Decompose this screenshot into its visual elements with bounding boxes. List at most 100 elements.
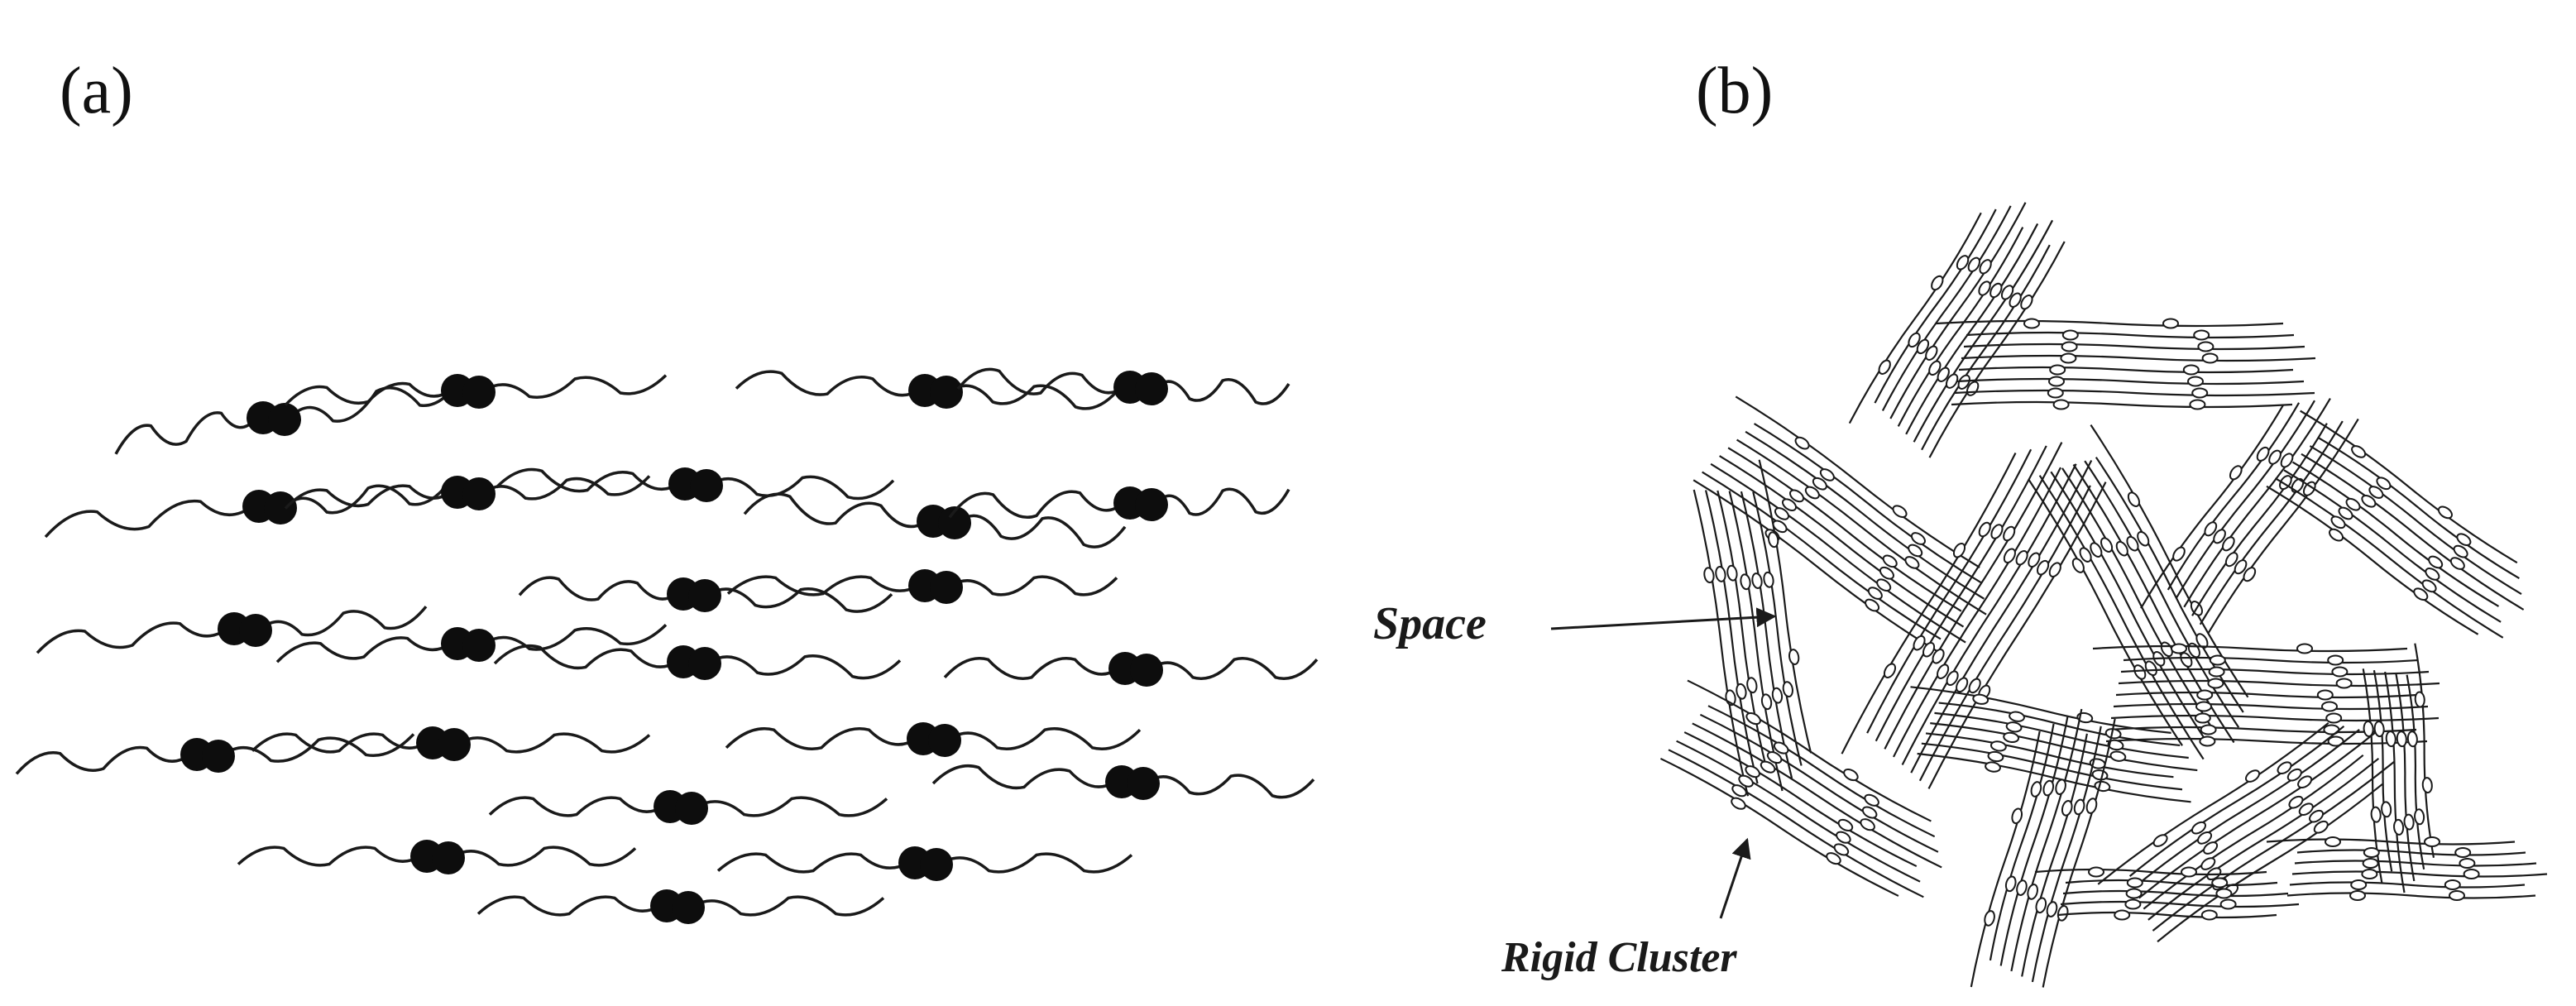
cluster-head <box>2302 481 2316 496</box>
cluster-head <box>2456 533 2472 547</box>
cluster-molecule <box>2057 911 2277 919</box>
cluster-head <box>2406 731 2418 748</box>
cluster-head <box>2191 821 2207 835</box>
cluster-head <box>1745 712 1761 726</box>
cluster-head <box>1990 524 2004 539</box>
cluster-head <box>2197 341 2214 352</box>
rigid-cluster <box>1970 708 2116 988</box>
molecule-tail <box>259 606 428 637</box>
cluster-head <box>1781 498 1798 512</box>
cluster-molecule <box>2118 679 2440 687</box>
cluster-head <box>2187 376 2204 387</box>
cluster-molecule <box>1938 702 2181 747</box>
cluster-molecule <box>2266 485 2479 635</box>
cluster-head <box>2091 769 2109 781</box>
cluster-head <box>2421 579 2437 593</box>
cluster-head <box>2313 820 2329 834</box>
cluster-head <box>2316 689 2334 701</box>
cluster-head <box>1883 663 1897 678</box>
cluster-head <box>2003 548 2016 564</box>
molecule-tail <box>483 374 668 399</box>
cluster-head <box>1812 477 1827 491</box>
molecule-tail <box>950 384 1118 410</box>
cluster-head <box>2224 552 2238 568</box>
cluster-molecule <box>1693 489 1750 797</box>
cluster-molecule <box>1735 395 1980 568</box>
molecule-tail <box>696 796 888 817</box>
cluster-head <box>2381 801 2392 818</box>
cluster-head <box>2207 678 2224 689</box>
molecule-tail <box>275 636 452 663</box>
cluster-head <box>2109 750 2127 762</box>
cluster-head <box>2330 515 2346 529</box>
cluster-head <box>2137 530 2150 547</box>
molecule <box>493 644 902 680</box>
rigid-cluster <box>1935 318 2316 410</box>
cluster-head <box>2003 731 2020 744</box>
cluster-head <box>2298 802 2314 817</box>
cluster-molecule <box>1953 389 2315 397</box>
molecule-tail <box>1150 657 1319 680</box>
cluster-head <box>2090 542 2103 558</box>
cluster-head <box>2181 866 2197 878</box>
cluster-head <box>2009 711 2025 722</box>
cluster-head <box>2172 546 2186 562</box>
molecule-tail <box>956 367 1125 395</box>
molecule-tail <box>284 484 452 510</box>
cluster-head <box>2061 329 2079 341</box>
cluster-head <box>2335 678 2353 689</box>
cluster-head <box>2286 768 2302 782</box>
molecule-tail <box>943 657 1119 680</box>
molecule <box>743 492 1127 549</box>
cluster-molecule <box>1893 467 2061 758</box>
cluster-head <box>1782 681 1793 698</box>
cluster-head <box>1865 598 1880 612</box>
cluster-molecule <box>2283 469 2502 623</box>
cluster-head <box>1826 852 1841 865</box>
cluster-head <box>2385 731 2396 748</box>
molecule-tail <box>726 575 919 596</box>
cluster-head <box>1861 806 1878 819</box>
cluster-head <box>2350 879 2368 890</box>
cluster-molecule <box>2105 737 2428 745</box>
panel-b-label: (b) <box>1696 55 1774 127</box>
cluster-molecule <box>1935 319 2284 328</box>
cluster-molecule <box>2291 461 2500 607</box>
cluster-molecule <box>1707 705 1936 838</box>
cluster-molecule <box>2175 400 2315 599</box>
cluster-head <box>2296 643 2313 654</box>
molecule <box>284 374 668 409</box>
cluster-head <box>2325 836 2341 847</box>
cluster-head <box>2094 780 2111 793</box>
cluster-molecule <box>1930 722 2198 772</box>
cluster-molecule <box>1758 459 1812 754</box>
cluster-head <box>1989 282 2003 299</box>
cluster-head <box>1978 521 1991 538</box>
cluster-molecule <box>2384 671 2406 893</box>
cluster-head <box>2203 841 2219 855</box>
cluster-molecule <box>2042 718 2116 988</box>
molecule-tail <box>452 846 637 867</box>
cluster-head <box>2368 486 2384 499</box>
cluster-head <box>1794 436 1810 450</box>
cluster-head <box>2211 877 2229 889</box>
cluster-head <box>1836 831 1851 844</box>
cluster-head <box>2463 869 2480 879</box>
cluster-head <box>2124 898 2142 910</box>
molecule-tail <box>36 621 229 654</box>
molecule <box>251 726 651 761</box>
cluster-head <box>2376 477 2392 491</box>
molecule <box>476 889 885 924</box>
cluster-head <box>2042 779 2055 797</box>
cluster-head <box>2162 318 2179 329</box>
cluster-head <box>1931 275 1944 291</box>
cluster-head <box>1819 468 1835 481</box>
cluster-head <box>1773 741 1789 754</box>
cluster-head <box>1952 542 1966 558</box>
molecule-tail <box>1147 774 1315 799</box>
cluster-head <box>1989 740 2007 752</box>
cluster-head <box>1937 366 1950 382</box>
cluster-head <box>1736 683 1747 700</box>
panel-b-rigid-clusters <box>1659 202 2548 988</box>
cluster-head <box>2363 847 2380 858</box>
